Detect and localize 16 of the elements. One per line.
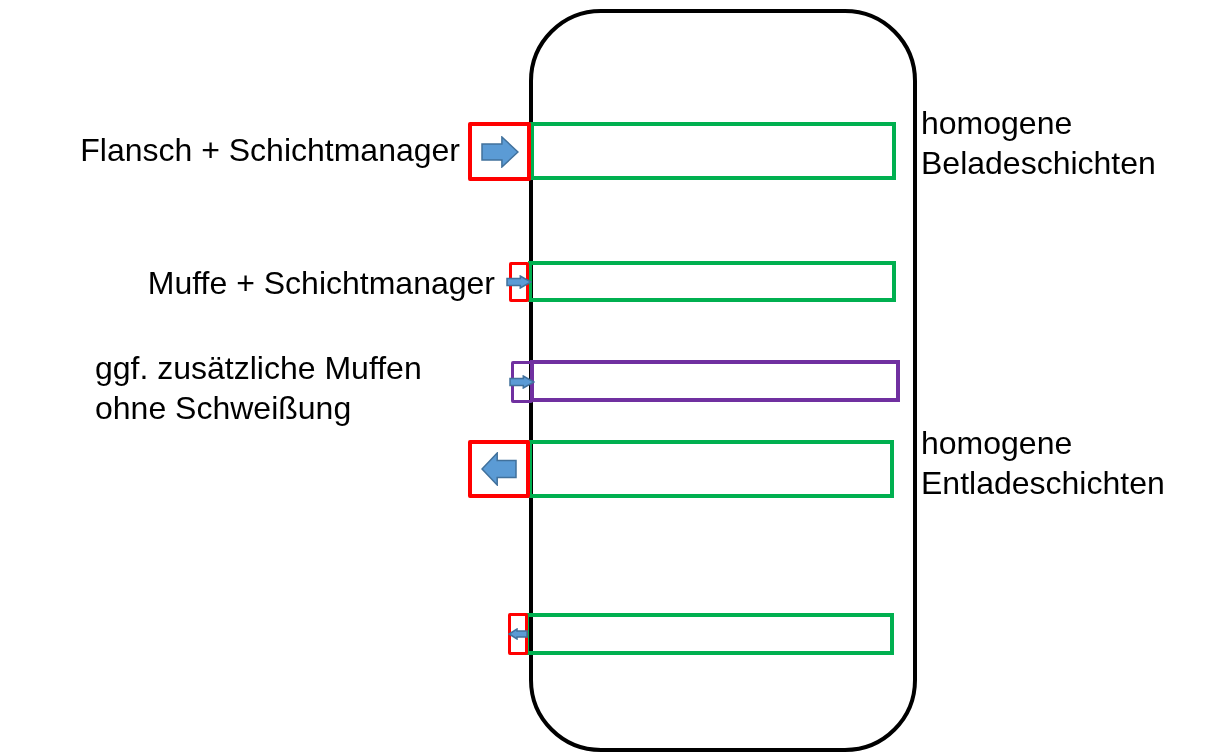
side-label: Flansch + Schichtmanager: [79, 131, 460, 170]
layer-bar: [528, 261, 896, 302]
side-label: homogene Entladeschichten: [921, 424, 1166, 503]
socket-frame: [509, 262, 529, 302]
socket-frame: [508, 613, 528, 655]
layer-bar: [525, 613, 894, 655]
layer-bar: [530, 122, 896, 180]
flange-frame: [468, 440, 530, 498]
socket-frame: [511, 361, 533, 403]
side-label: homogene Beladeschichten: [921, 104, 1157, 183]
layer-bar: [530, 360, 900, 402]
side-label: Muffe + Schichtmanager: [146, 264, 495, 303]
tank-outline: [529, 9, 917, 752]
flange-frame: [468, 122, 531, 181]
layer-bar: [528, 440, 894, 498]
note-label: ggf. zusätzliche Muffen ohne Schweißung: [95, 349, 423, 428]
